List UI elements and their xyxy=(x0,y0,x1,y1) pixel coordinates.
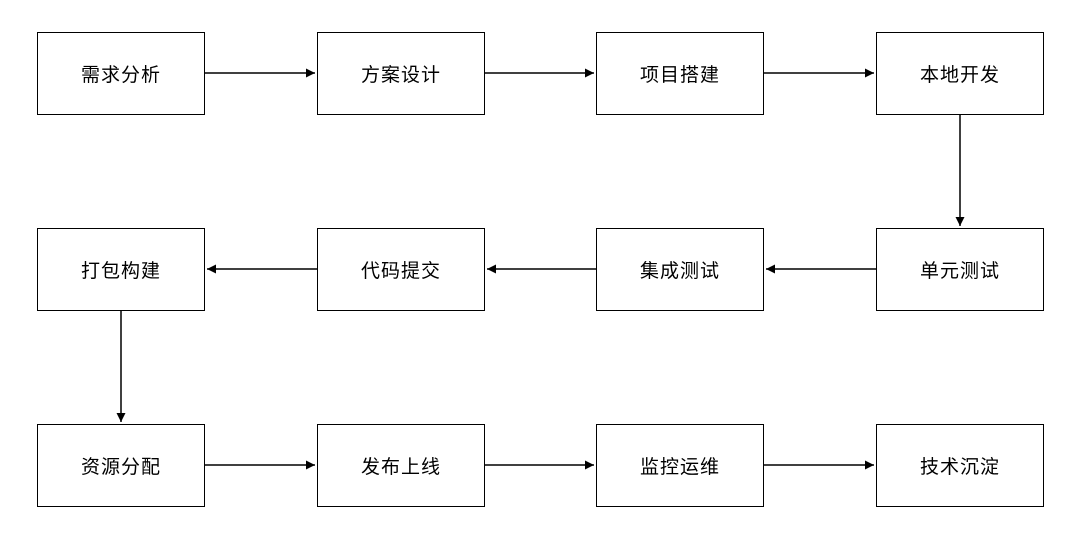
node-label: 方案设计 xyxy=(360,64,441,86)
node-label: 打包构建 xyxy=(80,260,161,282)
node-project-setup: 项目搭建 xyxy=(596,32,764,115)
node-label: 单元测试 xyxy=(919,260,1000,282)
node-label: 代码提交 xyxy=(360,260,441,282)
node-resource-allocation: 资源分配 xyxy=(37,424,205,507)
node-label: 技术沉淀 xyxy=(919,456,1000,478)
node-integration-test: 集成测试 xyxy=(596,228,764,311)
node-label: 资源分配 xyxy=(80,456,161,478)
node-knowledge-capture: 技术沉淀 xyxy=(876,424,1044,507)
node-label: 本地开发 xyxy=(919,64,1000,86)
node-label: 集成测试 xyxy=(639,260,720,282)
node-label: 需求分析 xyxy=(80,64,161,86)
node-release: 发布上线 xyxy=(317,424,485,507)
node-label: 监控运维 xyxy=(639,456,720,478)
node-monitoring-ops: 监控运维 xyxy=(596,424,764,507)
node-package-build: 打包构建 xyxy=(37,228,205,311)
node-solution-design: 方案设计 xyxy=(317,32,485,115)
node-unit-test: 单元测试 xyxy=(876,228,1044,311)
node-code-commit: 代码提交 xyxy=(317,228,485,311)
node-label: 项目搭建 xyxy=(639,64,720,86)
node-label: 发布上线 xyxy=(360,456,441,478)
node-local-development: 本地开发 xyxy=(876,32,1044,115)
node-requirement-analysis: 需求分析 xyxy=(37,32,205,115)
